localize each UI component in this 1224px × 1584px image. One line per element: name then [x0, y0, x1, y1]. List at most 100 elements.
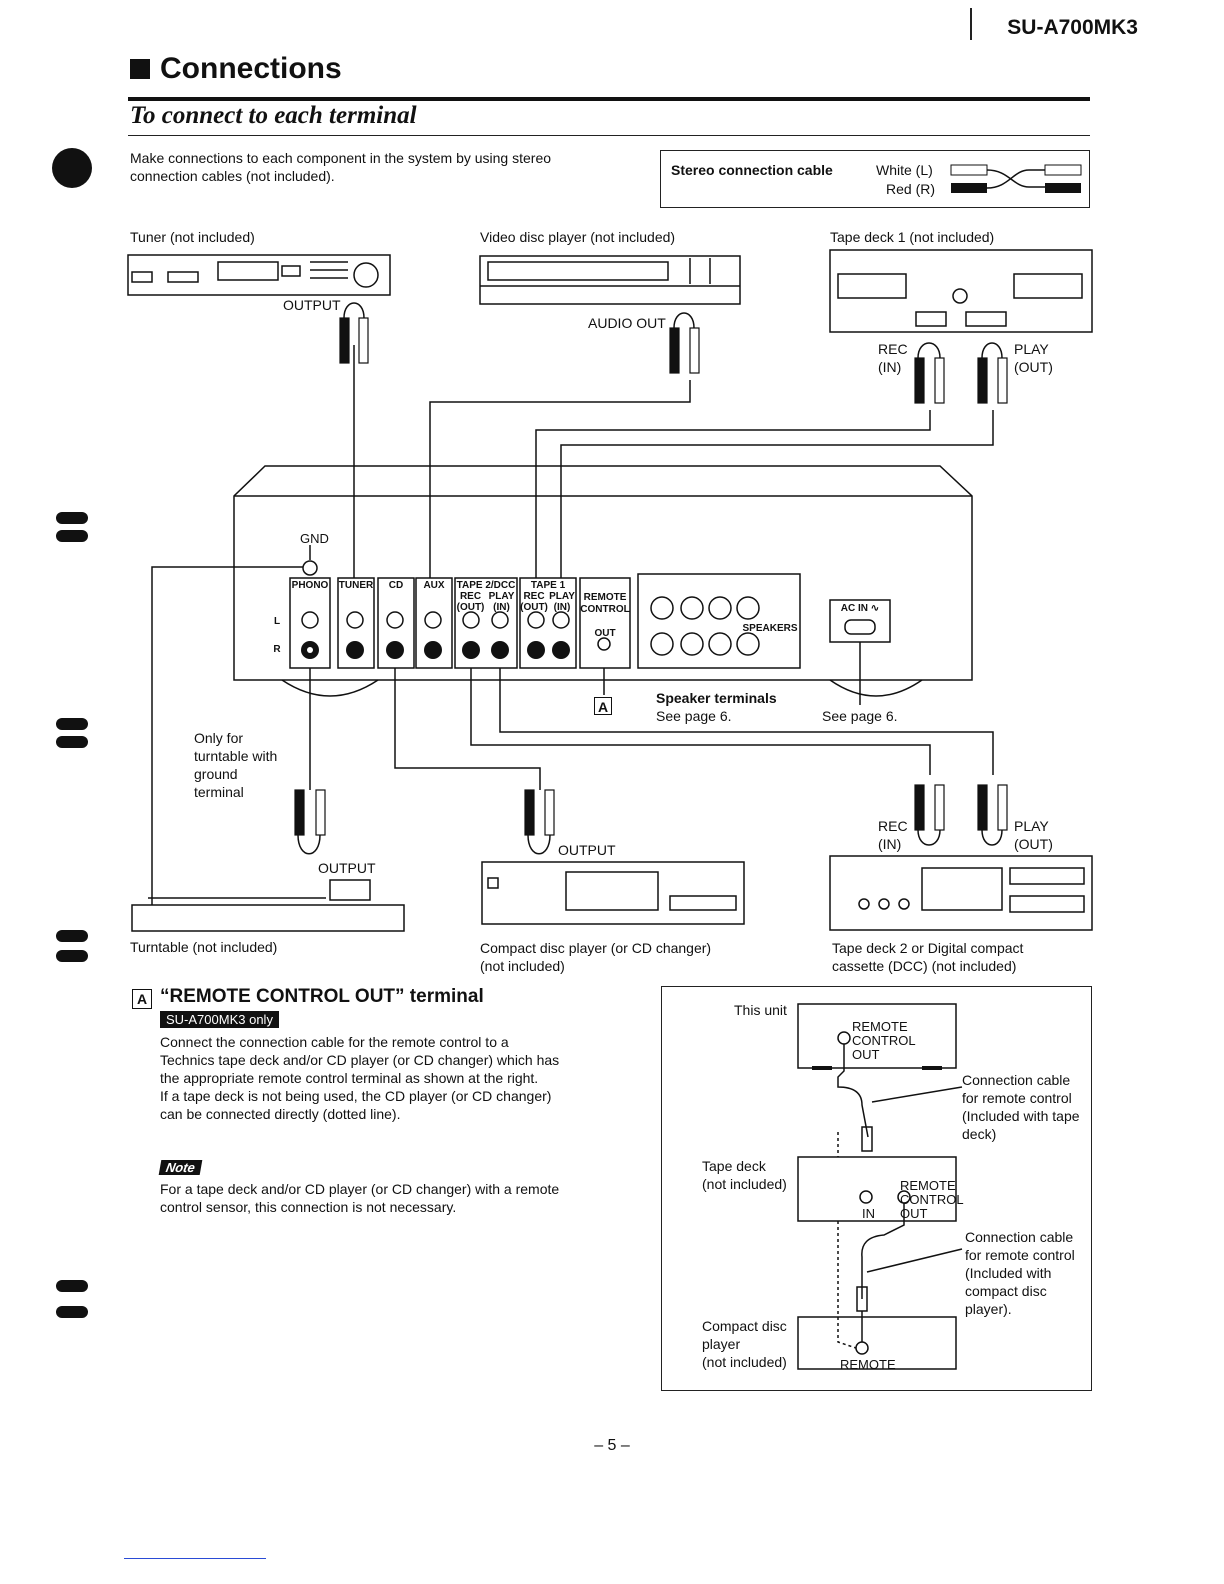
tape-deck-not-included: (not included) [702, 1176, 787, 1192]
cable2-line5: player). [965, 1301, 1012, 1317]
tape1-jack-label: TAPE 1 [530, 580, 566, 591]
cd-output-label: OUTPUT [558, 842, 616, 858]
binding-mark [56, 736, 88, 748]
connection-diagram [127, 249, 1093, 932]
this-unit-label: This unit [734, 1002, 787, 1018]
cable1-line1: Connection cable [962, 1072, 1071, 1088]
gnd-label: GND [300, 531, 329, 546]
remote-connection-diagram: This unit REMOTE CONTROL OUT Connection … [661, 986, 1092, 1391]
speaker-terminals-label: Speaker terminals [656, 690, 777, 706]
binding-mark [56, 950, 88, 962]
audio-out-label: AUDIO OUT [588, 315, 666, 331]
cable2-line3: (Included with [965, 1265, 1052, 1281]
tape2-out-text: (OUT) [1014, 836, 1053, 852]
stereo-cable-icon [950, 164, 1082, 193]
tape2-out-label: (OUT) [456, 602, 485, 613]
stereo-cable-legend: Stereo connection cable White (L) Red (R… [660, 150, 1090, 208]
tuner-jack-label: TUNER [338, 580, 374, 591]
tape-deck-1-device [829, 249, 1093, 333]
speaker-badge-a: A [594, 697, 612, 715]
cable2-line4: compact disc [965, 1283, 1047, 1299]
tape-remote-in: IN [862, 1206, 875, 1221]
tape1-out-text: (OUT) [1014, 359, 1053, 375]
tape1-rec-label: REC [523, 591, 545, 602]
tape2-in-text: (IN) [878, 836, 902, 852]
tape-deck-2-label: Tape deck 2 or Digital compact [832, 940, 1024, 956]
remote-out-label-1: REMOTE [852, 1019, 908, 1034]
cd-remote-not-included: (not included) [702, 1354, 787, 1370]
turntable-output-label: OUTPUT [318, 860, 376, 876]
tape2-rec-text: REC [878, 818, 908, 834]
aux-jack-label: AUX [423, 580, 445, 591]
speakers-panel-label: SPEAKERS [742, 623, 798, 634]
right-channel-label: R [273, 644, 281, 655]
subtitle-rule [128, 135, 1090, 136]
tuner-output-label: OUTPUT [283, 297, 341, 313]
remote-instructions: Connect the connection cable for the rem… [160, 1033, 562, 1123]
remote-out-label-3: OUT [852, 1047, 880, 1062]
binding-hole [52, 148, 92, 188]
turntable-label: Turntable (not included) [130, 939, 278, 955]
cd-remote-jack: REMOTE [840, 1357, 896, 1372]
cable1-line3: (Included with tape [962, 1108, 1080, 1124]
cable2-line2: for remote control [965, 1247, 1075, 1263]
section-title: Connections [130, 52, 342, 86]
remote-jack-label: REMOTE [583, 592, 627, 603]
out-jack-label: OUT [594, 628, 616, 639]
cd-player-device [481, 861, 745, 925]
tape-remote-3: OUT [900, 1206, 928, 1221]
cd-jack-label: CD [388, 580, 404, 591]
footer-link-line [124, 1558, 266, 1559]
note-text: For a tape deck and/or CD player (or CD … [160, 1181, 560, 1215]
note-badge: Note [158, 1160, 203, 1175]
tape2-in-label: (IN) [493, 602, 510, 613]
video-disc-label: Video disc player (not included) [480, 229, 676, 245]
tape1-out-label: (OUT) [520, 602, 548, 613]
bullet-square-icon [130, 59, 150, 79]
left-channel-label: L [273, 616, 281, 627]
model-number: SU-A700MK3 [1007, 16, 1138, 39]
tape1-rec-text: REC [878, 341, 908, 357]
phono-label: PHONO [291, 580, 329, 591]
binding-mark [56, 512, 88, 524]
cable-legend-label: Stereo connection cable [671, 162, 833, 178]
cd-player-label-2: (not included) [480, 958, 565, 974]
tape-deck-2-device [829, 855, 1093, 931]
binding-mark [56, 930, 88, 942]
cable-red-label: Red (R) [886, 181, 936, 197]
remote-badge-a: A [132, 989, 152, 1009]
tape-remote-2: CONTROL [900, 1192, 964, 1207]
remote-instructions-p1: Connect the connection cable for the rem… [160, 1034, 560, 1086]
binding-mark [56, 1306, 88, 1318]
binding-mark [56, 530, 88, 542]
ground-note-2: turntable with [194, 748, 278, 764]
cable2-line1: Connection cable [965, 1229, 1074, 1245]
tape-deck-2-label-2: cassette (DCC) (not included) [832, 958, 1017, 974]
cd-player-label: Compact disc player (or CD changer) [480, 940, 712, 956]
ground-note-3: ground [194, 766, 238, 782]
ac-in-label: AC IN ∿ [840, 603, 880, 614]
speaker-see-page: See page 6. [656, 708, 732, 724]
ac-see-page: See page 6. [822, 708, 898, 724]
cable1-line2: for remote control [962, 1090, 1072, 1106]
tape1-in-label: (IN) [553, 602, 571, 613]
tape2-play-label: PLAY [488, 591, 515, 602]
tuner-device [127, 254, 391, 296]
header-divider [970, 8, 972, 40]
ground-note-4: terminal [194, 784, 244, 800]
page-number: – 5 – [594, 1437, 630, 1454]
remote-section-title: “REMOTE CONTROL OUT” terminal [160, 986, 484, 1007]
tuner-label: Tuner (not included) [130, 229, 255, 245]
cable1-line4: deck) [962, 1126, 997, 1142]
tape1-play-text: PLAY [1014, 341, 1049, 357]
section-title-text: Connections [160, 52, 342, 85]
remote-out-label-2: CONTROL [852, 1033, 916, 1048]
ground-note-1: Only for [194, 730, 244, 746]
tape1-play-label: PLAY [549, 591, 575, 602]
binding-mark [56, 1280, 88, 1292]
cd-remote-label-2: player [702, 1336, 741, 1352]
tape2-jack-label: TAPE 2/DCC [456, 580, 516, 591]
tape-remote-1: REMOTE [900, 1178, 956, 1193]
tape2-rec-label: REC [459, 591, 482, 602]
cable-white-label: White (L) [876, 162, 933, 178]
